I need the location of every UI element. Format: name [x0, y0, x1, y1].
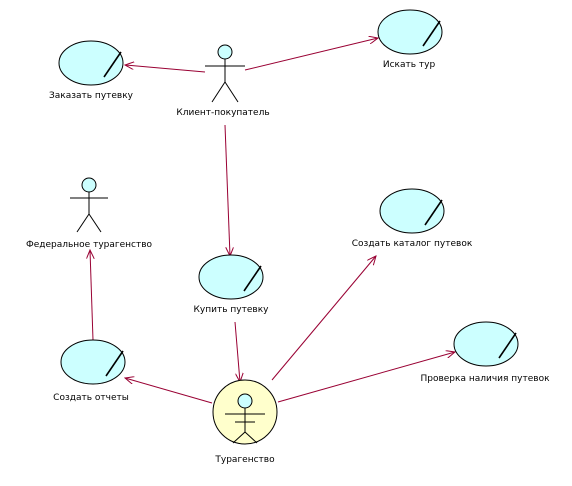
assoc-client-order	[125, 65, 206, 73]
actor-label-client: Клиент-покупатель	[176, 108, 270, 118]
use-case-label-check-availability: Проверка наличия путевок	[420, 374, 550, 384]
business-worker-agency-icon	[212, 379, 278, 445]
assoc-reports-federal	[90, 250, 93, 341]
associations	[90, 38, 455, 404]
business-worker-label-agency: Турагенство	[215, 455, 275, 465]
use-case-label-create-reports: Создать отчеты	[53, 393, 129, 403]
assoc-buy-agency	[234, 321, 240, 382]
use-case-search-tour	[377, 9, 443, 55]
use-case-check-availability	[453, 321, 519, 367]
assoc-agency-reports	[125, 378, 213, 404]
assoc-agency-check	[277, 352, 455, 403]
use-case-label-buy-voucher: Купить путевку	[193, 305, 269, 315]
use-case-label-order-voucher: Заказать путевку	[48, 91, 134, 101]
assoc-client-buy	[224, 124, 230, 256]
use-case-create-catalog	[379, 188, 445, 234]
actor-label-federal-agency: Федеральное турагенство	[25, 240, 153, 250]
actor-federal-agency-icon	[70, 177, 108, 233]
use-case-label-create-catalog: Создать каталог путевок	[351, 239, 473, 249]
use-case-order-voucher	[58, 40, 124, 86]
actor-client-icon	[205, 44, 245, 103]
assoc-client-search	[244, 38, 378, 71]
use-case-label-search-tour: Искать тур	[382, 60, 436, 70]
use-case-create-reports	[60, 339, 126, 385]
use-case-buy-voucher	[198, 254, 264, 300]
assoc-agency-catalog	[271, 256, 376, 381]
